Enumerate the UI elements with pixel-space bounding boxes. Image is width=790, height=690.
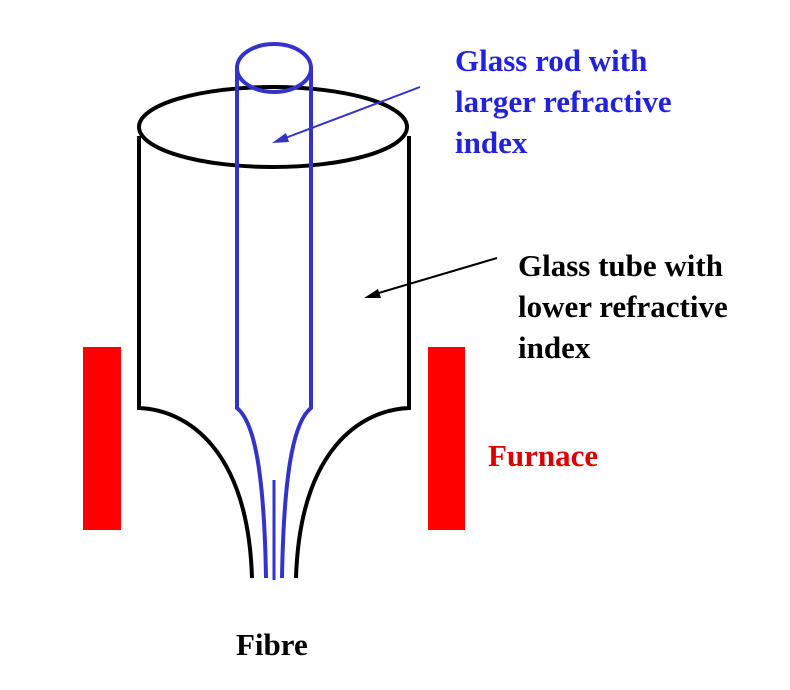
glass-rod: [235, 42, 313, 580]
rod-pointer-arrow: [272, 86, 421, 143]
glass-rod-label-line: larger refractive: [455, 84, 672, 119]
glass-tube-label-line: lower refractive: [518, 289, 728, 324]
glass-tube-label-line: Glass tube with: [518, 248, 723, 283]
tube-pointer-arrow: [364, 257, 498, 298]
fibre-label: Fibre: [236, 627, 308, 662]
glass-rod-label-line: Glass rod with: [455, 43, 648, 78]
glass-tube-left-wall: [137, 136, 254, 579]
glass-rod-right-side: [280, 68, 313, 579]
glass-rod-label-line: index: [455, 125, 528, 160]
glass-rod-label: Glass rod with larger refractive index: [455, 40, 672, 163]
furnace-right-block: [428, 347, 465, 530]
glass-tube-label: Glass tube with lower refractive index: [518, 245, 728, 368]
glass-rod-left-side: [235, 68, 268, 579]
furnace-left-block: [83, 347, 121, 530]
glass-tube-right-wall: [294, 136, 411, 579]
furnace-label: Furnace: [488, 438, 599, 473]
glass-tube-label-line: index: [518, 330, 591, 365]
glass-tube: [137, 85, 411, 579]
glass-rod-top-end: [235, 42, 313, 94]
glass-tube-top-rim: [137, 85, 409, 169]
